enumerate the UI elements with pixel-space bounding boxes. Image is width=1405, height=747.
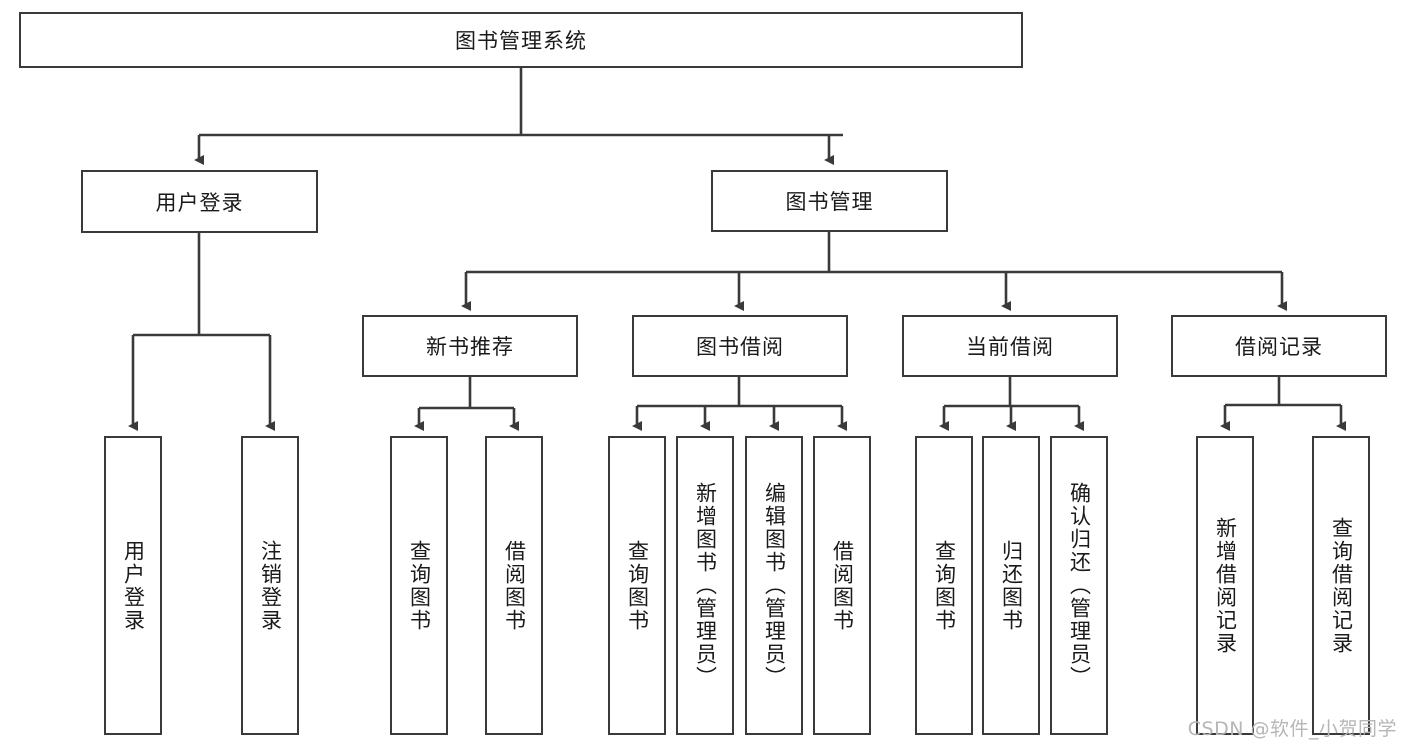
node-new-book-recommend-label: 新书推荐 (426, 335, 514, 359)
leaf-label: 借阅图书 (502, 539, 527, 632)
leaf-label: 借阅图书 (830, 539, 855, 632)
leaf-label: 查询图书 (625, 539, 650, 632)
leaf-label: 查询借阅记录 (1329, 516, 1354, 655)
leaf-current-borrow-1[interactable]: 查询图书 (915, 436, 973, 735)
leaf-label: 新增图书（管理员） (693, 482, 718, 689)
leaf-borrow-record-2[interactable]: 查询借阅记录 (1312, 436, 1370, 735)
node-book-borrow-label: 图书借阅 (696, 335, 784, 359)
leaf-book-borrow-4[interactable]: 借阅图书 (813, 436, 871, 735)
leaf-new-book-2[interactable]: 借阅图书 (485, 436, 543, 735)
node-new-book-recommend[interactable]: 新书推荐 (362, 315, 578, 377)
node-root-label: 图书管理系统 (455, 29, 587, 53)
node-book-management-label: 图书管理 (785, 190, 874, 214)
leaf-label: 查询图书 (407, 539, 432, 632)
leaf-label: 用户登录 (121, 539, 146, 632)
leaf-label: 查询图书 (932, 539, 957, 632)
node-root[interactable]: 图书管理系统 (19, 12, 1023, 68)
leaf-book-borrow-2[interactable]: 新增图书（管理员） (676, 436, 734, 735)
node-book-borrow[interactable]: 图书借阅 (632, 315, 848, 377)
leaf-book-borrow-1[interactable]: 查询图书 (608, 436, 666, 735)
leaf-label: 归还图书 (999, 539, 1024, 632)
node-current-borrow-label: 当前借阅 (966, 335, 1054, 359)
leaf-current-borrow-3[interactable]: 确认归还（管理员） (1050, 436, 1108, 735)
leaf-user-login-1[interactable]: 用户登录 (104, 436, 162, 735)
leaf-borrow-record-1[interactable]: 新增借阅记录 (1196, 436, 1254, 735)
leaf-label: 确认归还（管理员） (1067, 482, 1092, 689)
leaf-book-borrow-3[interactable]: 编辑图书（管理员） (745, 436, 803, 735)
leaf-new-book-1[interactable]: 查询图书 (390, 436, 448, 735)
leaf-label: 新增借阅记录 (1213, 516, 1238, 655)
node-current-borrow[interactable]: 当前借阅 (902, 315, 1118, 377)
node-user-login-label: 用户登录 (155, 190, 244, 215)
leaf-user-login-2[interactable]: 注销登录 (241, 436, 299, 735)
node-borrow-record[interactable]: 借阅记录 (1171, 315, 1387, 377)
leaf-label: 注销登录 (258, 539, 283, 632)
node-borrow-record-label: 借阅记录 (1235, 335, 1323, 359)
node-user-login[interactable]: 用户登录 (81, 170, 318, 233)
leaf-label: 编辑图书（管理员） (762, 482, 787, 689)
leaf-current-borrow-2[interactable]: 归还图书 (982, 436, 1040, 735)
watermark: CSDN @软件_小贺同学 (1187, 718, 1397, 740)
node-book-management[interactable]: 图书管理 (711, 170, 948, 232)
